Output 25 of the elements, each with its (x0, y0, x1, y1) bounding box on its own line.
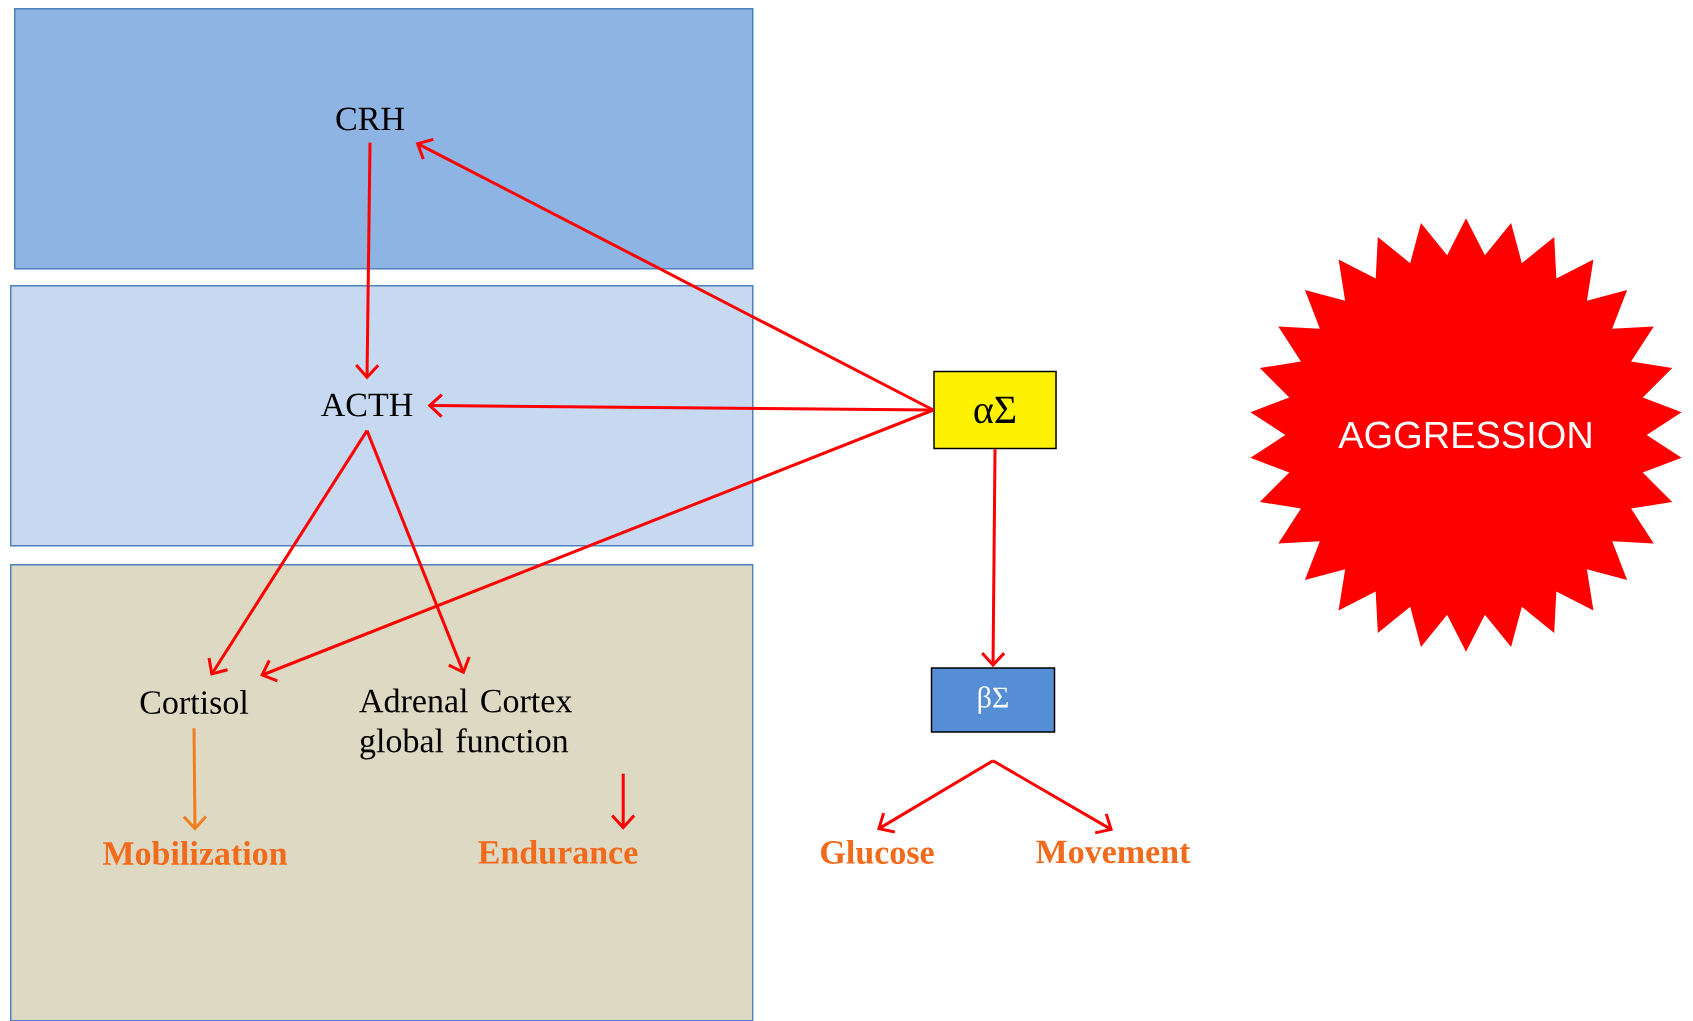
arrow (427, 393, 934, 418)
arrow (260, 408, 934, 683)
arrow (365, 430, 471, 675)
hormone-label: Cortisol (140, 690, 249, 714)
effect-label: Endurance (478, 840, 638, 864)
arrow (877, 759, 994, 834)
hormone-label: CRH (336, 107, 404, 131)
arrow (415, 137, 934, 412)
arrow (981, 449, 1006, 668)
region-band (10, 285, 754, 547)
arrow (992, 759, 1113, 835)
effect-label: Glucose (821, 840, 934, 864)
beta-sigma-box: βΣ (930, 667, 1056, 733)
hormone-label: ACTH (321, 393, 413, 417)
effect-label: Mobilization (103, 841, 288, 865)
arrow (355, 142, 380, 380)
region-band (10, 564, 754, 1021)
arrow (207, 429, 369, 676)
arrow (611, 773, 636, 830)
aggression-starburst: AGGRESSION (1250, 218, 1682, 652)
effect-label: Movement (1036, 840, 1191, 864)
alpha-sigma-box: αΣ (933, 370, 1057, 450)
function-label: Adrenal Cortex global function (359, 688, 572, 760)
arrow (182, 728, 207, 831)
region-band (14, 8, 754, 270)
